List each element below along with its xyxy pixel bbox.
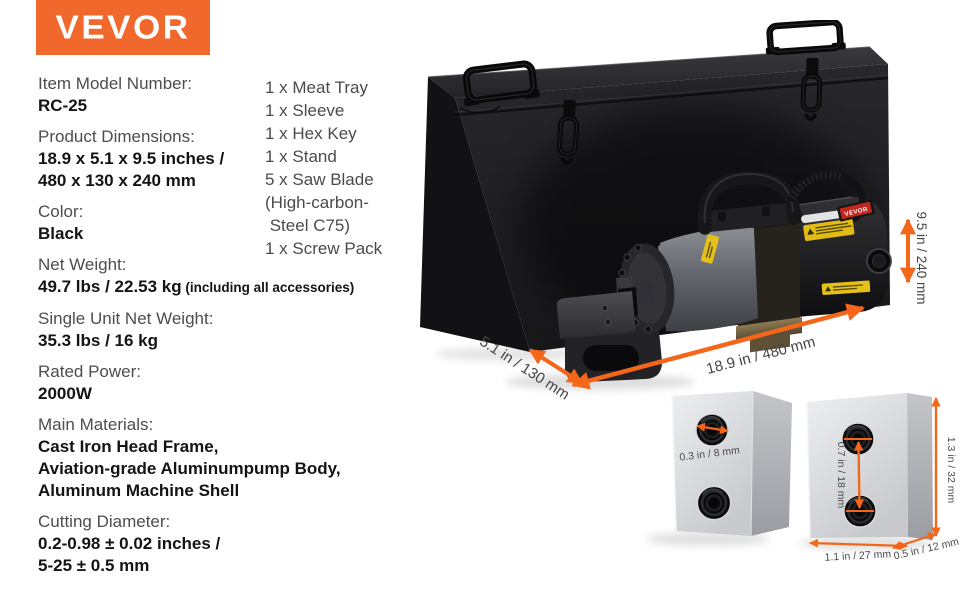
spec-label: Product Dimensions:: [38, 127, 195, 146]
case-lid-seam: [454, 76, 889, 117]
spec-group: Cutting Diameter: 0.2-0.98 ± 0.02 inches …: [38, 511, 278, 577]
spec-value: 0.2-0.98 ± 0.02 inches /: [38, 534, 221, 553]
case-latch-right: [800, 57, 823, 121]
case-handle-left: [462, 60, 540, 107]
package-item: 5 x Saw Blade: [265, 170, 374, 189]
package-item: 1 x Screw Pack: [265, 239, 383, 258]
spec-value: 2000W: [38, 384, 92, 403]
block-width-arrow: [809, 538, 908, 551]
rebar-cutter-machine: VEVOR: [556, 171, 892, 382]
hole-diameter-arrow: [696, 422, 729, 435]
block-height-label: 1.3 in / 32 mm: [945, 437, 957, 504]
package-item: 1 x Meat Tray: [265, 78, 368, 97]
spec-value: 480 x 130 x 240 mm: [38, 171, 196, 190]
spec-group: Net Weight: 49.7 lbs / 22.53 kg (includin…: [38, 254, 354, 299]
spec-value: Aviation-grade Aluminumpump Body,: [38, 459, 341, 478]
spec-label: Color:: [38, 202, 84, 221]
spec-group: Main Materials: Cast Iron Head Frame, Avia…: [38, 414, 341, 502]
spec-value: RC-25: [38, 96, 88, 115]
cylinder-warning-label: [701, 234, 719, 264]
spec-group: Color: Black: [38, 201, 278, 245]
package-item: 1 x Hex Key: [265, 124, 357, 143]
vevor-logo: VEVOR: [36, 0, 210, 55]
package-list: 1 x Meat Tray 1 x Sleeve 1 x Hex Key 1 x St…: [265, 76, 415, 260]
block-left-shadow: [646, 532, 770, 546]
case-handle-wire: [459, 105, 501, 114]
block-left-corner-highlight: [750, 390, 754, 537]
head-base-slot: [583, 345, 639, 371]
package-item: 1 x Sleeve: [265, 101, 345, 120]
spec-label: Net Weight:: [38, 255, 127, 274]
case-handle-right: [765, 18, 846, 56]
spec-group: Product Dimensions: 18.9 x 5.1 x 9.5 inch…: [38, 126, 278, 192]
spec-group: Item Model Number: RC-25: [38, 73, 278, 117]
block-hole: [696, 485, 732, 521]
spec-label: Single Unit Net Weight:: [38, 309, 214, 328]
spec-value: 49.7 lbs / 22.53 kg (including all acces…: [38, 276, 354, 299]
motor-housing-highlight: [790, 196, 853, 207]
housing-small-label: [821, 280, 871, 296]
spec-label: Item Model Number:: [38, 74, 192, 93]
block-left-edge-highlight: [671, 395, 677, 532]
spec-value: 5-25 ± 0.5 mm: [38, 556, 150, 575]
head-hook: [636, 280, 654, 304]
block-left-front-face: [672, 391, 753, 536]
length-dimension-arrow: [571, 303, 865, 390]
cutter-block-right: 0.7 in / 18 mm 1.3 in / 32 mm 1.1 in / 2…: [806, 393, 960, 564]
block-width-label: 1.1 in / 27 mm: [824, 548, 891, 563]
product-photo-svg: VEVOR 9.5 in / 240 mm 5.1 in / 130 mm 18…: [420, 18, 960, 564]
vevor-logo-text: VEVOR: [55, 8, 191, 46]
case-top-face: [428, 47, 888, 98]
spec-group: Single Unit Net Weight: 35.3 lbs / 16 kg: [38, 308, 278, 352]
anvil-bolt: [602, 305, 608, 311]
package-item: Steel C75): [265, 216, 351, 235]
spec-value: Aluminum Machine Shell: [38, 481, 240, 500]
spec-value: Black: [38, 224, 84, 243]
head-anvil: [556, 291, 636, 339]
handle-mount-plate: [698, 202, 797, 233]
cutter-block-left: 0.3 in / 8 mm: [671, 390, 792, 537]
mount-bolt: [762, 207, 770, 216]
case-latch-left: [556, 99, 580, 165]
anvil-bolt: [605, 319, 611, 325]
hole-spacing-arrow: [853, 441, 865, 509]
spec-label: Cutting Diameter:: [38, 512, 171, 531]
package-item: 1 x Stand: [265, 147, 337, 166]
case-left-face: [420, 77, 530, 352]
carry-handle-highlight: [703, 172, 794, 224]
case-lid-seam-highlight: [454, 74, 889, 113]
power-button-inner: [872, 254, 886, 268]
mount-bolt: [718, 212, 726, 221]
block-left-side-face: [751, 391, 792, 536]
machine-brand-label: VEVOR: [837, 199, 875, 222]
spec-value: 35.3 lbs / 16 kg: [38, 331, 159, 350]
hole-spacing-label: 0.7 in / 18 mm: [835, 442, 847, 509]
product-photo: VEVOR 9.5 in / 240 mm 5.1 in / 130 mm 18…: [400, 18, 970, 600]
package-item: (High-carbon-: [265, 193, 369, 212]
spec-label: Rated Power:: [38, 362, 141, 381]
spec-value: Cast Iron Head Frame,: [38, 437, 219, 456]
power-cord-corrugation: [788, 171, 843, 201]
spec-value-main: 49.7 lbs / 22.53 kg: [38, 277, 182, 296]
block-depth-arrow: [892, 532, 937, 550]
height-dimension-label: 9.5 in / 240 mm: [914, 211, 929, 304]
spec-group: Rated Power: 2000W: [38, 361, 278, 405]
spec-value-note: (including all accessories): [181, 280, 355, 295]
spec-value: 18.9 x 5.1 x 9.5 inches /: [38, 149, 225, 168]
block-right-side-face: [907, 393, 933, 540]
spec-label: Main Materials:: [38, 415, 154, 434]
block-right-edge-highlight: [806, 401, 811, 539]
